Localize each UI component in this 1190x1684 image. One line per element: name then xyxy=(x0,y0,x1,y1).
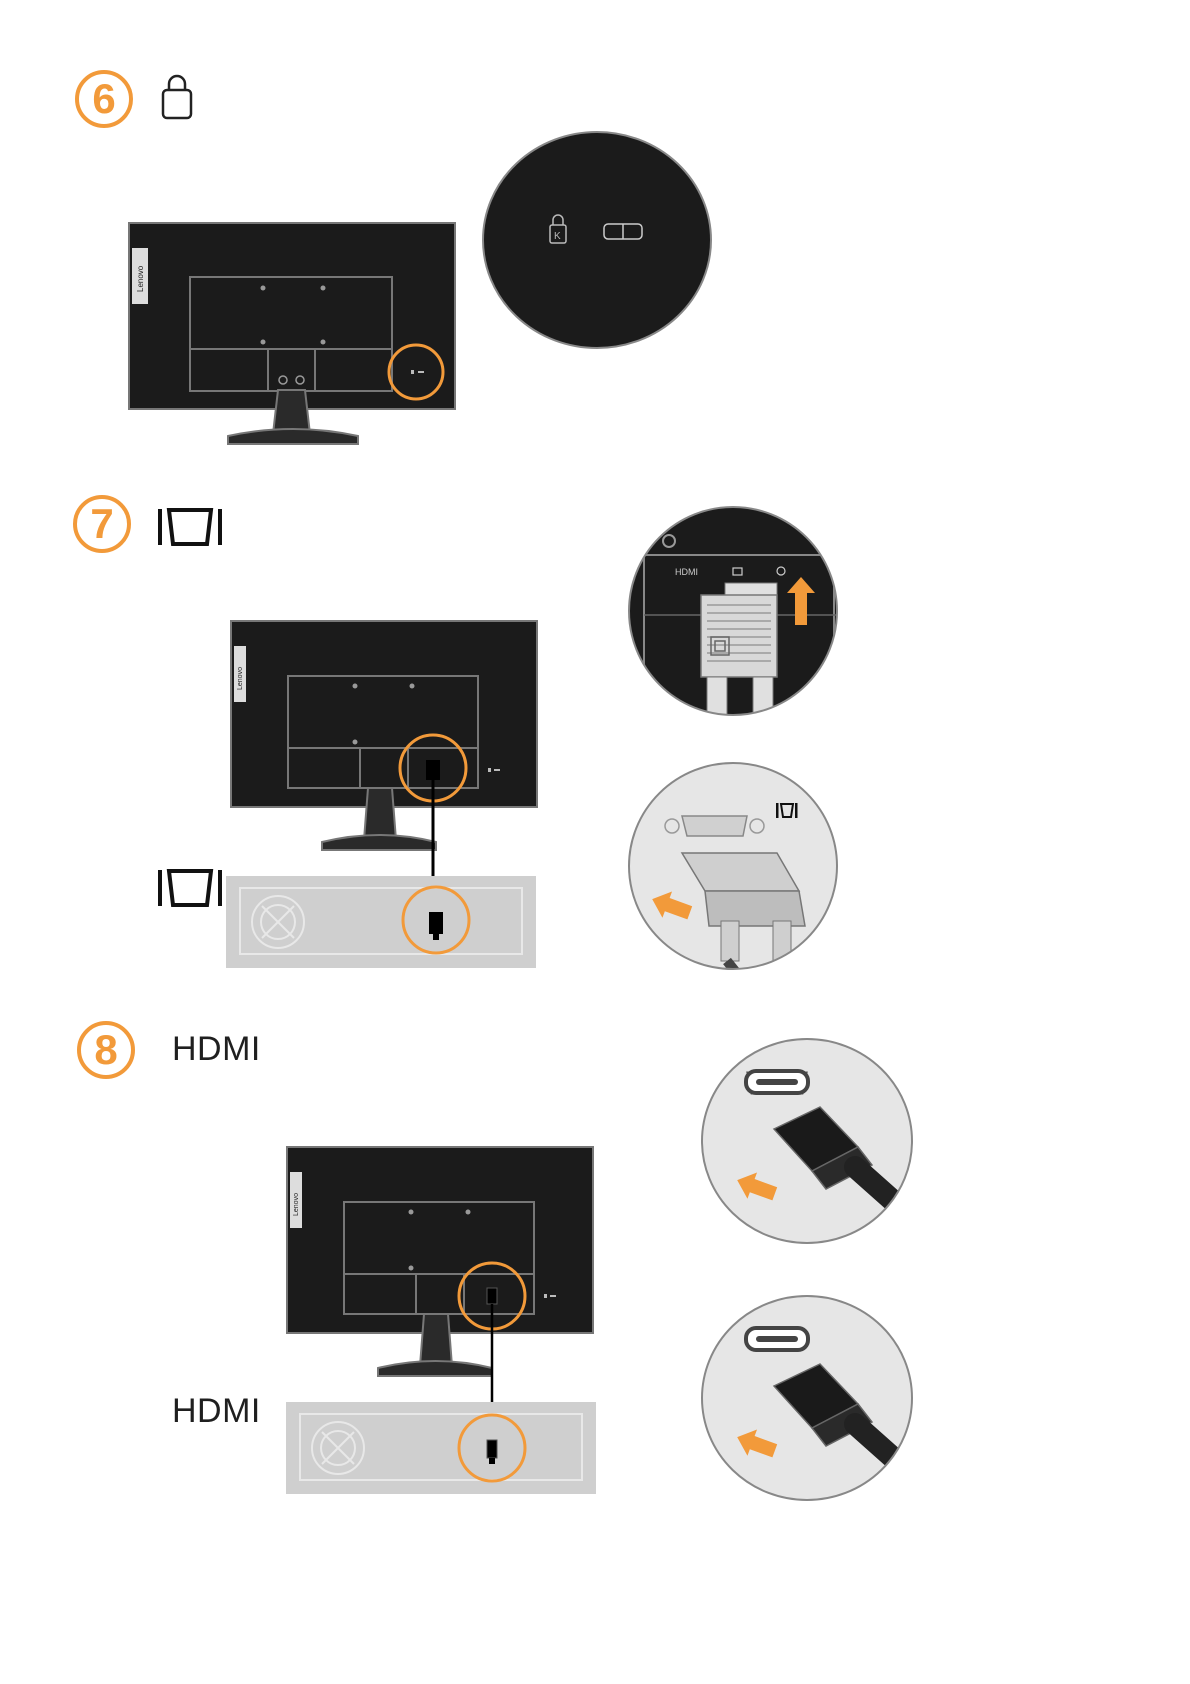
lock-slot-zoom: K xyxy=(481,130,713,350)
pc-hdmi-port xyxy=(286,1402,598,1494)
step-8-badge: 8 xyxy=(77,1021,135,1079)
vga-monitor-zoom: HDMI xyxy=(627,505,839,717)
monitor-brand-logo: Lenovo xyxy=(136,265,145,292)
step-7-badge: 7 xyxy=(73,495,131,553)
monitor-hdmi-port-label: HDMI xyxy=(675,567,698,577)
step-8-label: HDMI xyxy=(172,1030,261,1069)
svg-text:Lenovo: Lenovo xyxy=(293,1193,300,1216)
svg-text:K: K xyxy=(554,231,561,242)
hdmi-monitor-zoom xyxy=(700,1037,914,1245)
monitor-back-lock: Lenovo xyxy=(128,222,460,456)
svg-text:Lenovo: Lenovo xyxy=(237,667,244,690)
step-6-number: 6 xyxy=(92,78,115,120)
step-7-number: 7 xyxy=(90,503,113,545)
step-8-number: 8 xyxy=(94,1029,117,1071)
pc-vga-port xyxy=(226,876,538,968)
step-6-badge: 6 xyxy=(75,70,133,128)
hdmi-pc-zoom xyxy=(700,1294,914,1502)
pc-vga-icon xyxy=(157,868,223,908)
kensington-lock-icon xyxy=(160,74,194,120)
vga-port-icon xyxy=(157,507,223,547)
pc-hdmi-label: HDMI xyxy=(172,1392,261,1431)
vga-pc-zoom xyxy=(627,761,839,971)
